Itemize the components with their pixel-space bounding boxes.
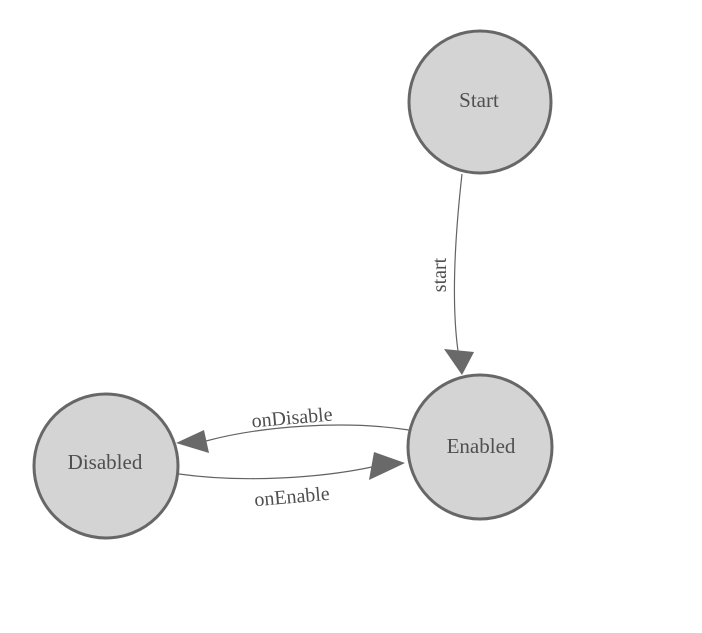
edge-start-to-enabled: start (429, 173, 474, 375)
state-node-start[interactable]: Start (407, 29, 553, 175)
state-node-enabled[interactable]: Enabled (406, 373, 554, 521)
edge-label-onenable: onEnable (253, 483, 330, 512)
state-circle-disabled[interactable] (32, 392, 180, 540)
edge-label-ondisable: onDisable (251, 403, 334, 432)
arrowhead-icon (176, 430, 209, 453)
edge-line-start (453, 173, 463, 352)
state-circle-start[interactable] (407, 29, 553, 175)
state-label-disabled: Disabled (68, 450, 143, 474)
edge-disabled-to-enabled: onEnable (178, 452, 405, 512)
arrowhead-icon (369, 452, 405, 480)
state-circle-enabled[interactable] (406, 373, 554, 521)
edge-label-start: start (429, 257, 451, 292)
state-label-enabled: Enabled (447, 434, 516, 458)
arrowhead-icon (444, 349, 474, 375)
state-node-disabled[interactable]: Disabled (32, 392, 180, 540)
state-label-start: Start (459, 88, 499, 112)
edge-line-ondisable (205, 424, 410, 442)
edge-line-onenable (178, 466, 373, 480)
edge-enabled-to-disabled: onDisable (176, 403, 410, 453)
